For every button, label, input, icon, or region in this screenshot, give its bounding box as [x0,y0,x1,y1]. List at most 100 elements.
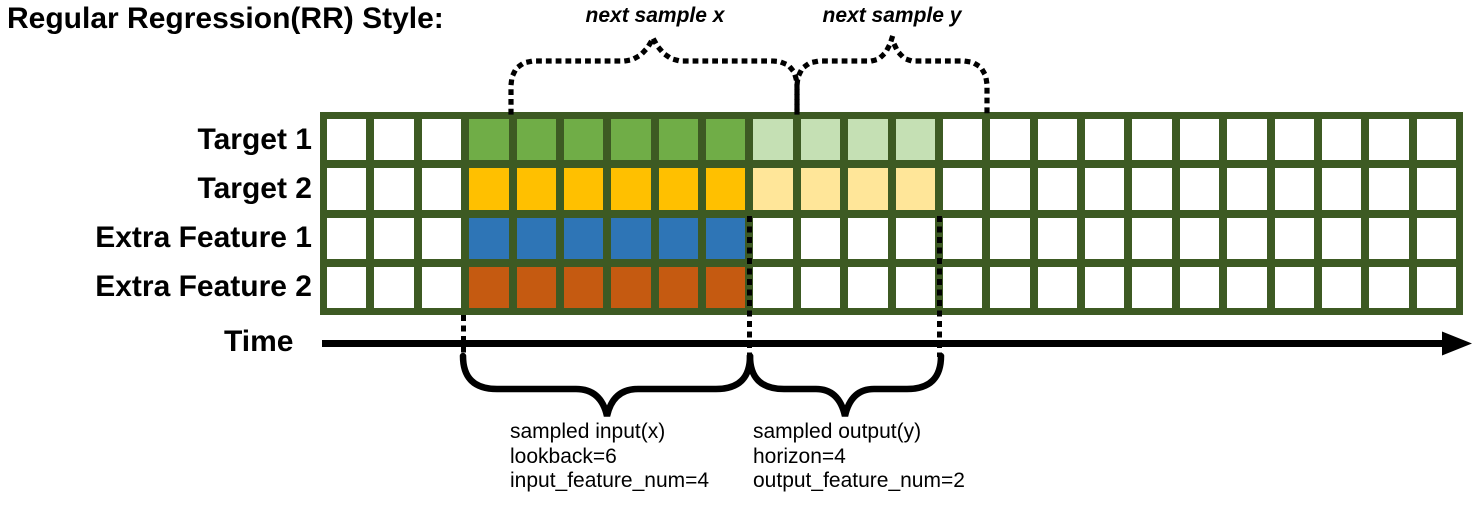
grid-cell [990,266,1030,308]
grid-cell [1179,168,1220,210]
grid-cell [1085,119,1125,161]
note-line: sampled output(y) [753,420,922,443]
grid-cell [1132,119,1172,161]
grid-cell [1369,266,1409,308]
grid-cell [1132,217,1172,259]
next-sample-x-label: next sample x [585,4,725,27]
grid-cell [374,119,414,161]
grid-cell [800,217,841,259]
time-axis-label: Time [224,325,294,358]
grid-cell [1132,168,1172,210]
grid-cell [800,168,841,210]
grid-cell [753,266,793,308]
grid-cell [1321,119,1362,161]
grid-cell [1132,266,1172,308]
grid-cell [942,119,983,161]
row-label: Target 2 [197,171,312,205]
grid-cell [1416,168,1456,210]
grid-cell [374,266,414,308]
grid-cell [421,168,462,210]
grid-cell [1085,266,1125,308]
grid-cell [1274,217,1314,259]
grid-cell [1227,168,1267,210]
grid-cell [327,266,367,308]
grid-cell [1416,119,1456,161]
note-line: horizon=4 [753,444,846,468]
brace-next-sample-x-icon [508,31,800,115]
time-axis-arrowhead-icon [1442,331,1472,356]
grid-cell [563,217,604,259]
brace-sampled-input-icon [459,352,754,417]
grid-cell [706,217,746,259]
grid-cell [1274,119,1314,161]
grid-cell [516,217,556,259]
grid-cell [1369,168,1409,210]
grid-cell [1369,217,1409,259]
grid-cell [611,168,651,210]
grid-cell [327,217,367,259]
grid-cell [848,168,888,210]
note-line: output_feature_num=2 [753,469,965,492]
grid-cell [327,119,367,161]
grid-cell [421,266,462,308]
grid-cell [706,168,746,210]
grid-cell [563,168,604,210]
grid-cell [469,168,509,210]
grid-cell [611,266,651,308]
note-line: sampled input(x) [510,420,666,443]
grid-cell [942,168,983,210]
row-label: Target 1 [197,122,312,156]
grid-cell [516,168,556,210]
grid-cell [1321,266,1362,308]
grid-cell [374,217,414,259]
grid-cell [753,217,793,259]
grid-cell [1179,217,1220,259]
grid-cell [753,168,793,210]
grid-cell [1416,217,1456,259]
grid-cell [990,168,1030,210]
grid-cell [1416,266,1456,308]
grid-cell [895,217,935,259]
brace-next-sample-y-icon [794,29,990,115]
grid-cell [895,119,935,161]
grid-cell [374,168,414,210]
grid-cell [1369,119,1409,161]
grid-cell [1274,266,1314,308]
grid-cell [658,168,698,210]
grid-cell [1227,119,1267,161]
grid-cell [327,168,367,210]
grid-cell [895,168,935,210]
grid-cell [1227,217,1267,259]
next-sample-y-label: next sample y [822,4,962,27]
grid-cell [1321,168,1362,210]
grid-cell [990,119,1030,161]
note-line: input_feature_num=4 [510,469,710,492]
grid-cell [1037,168,1077,210]
grid-cell [1037,119,1077,161]
grid-cell [1321,217,1362,259]
grid-cell [942,266,983,308]
grid-cell [658,217,698,259]
grid [320,112,1463,315]
grid-cell [800,266,841,308]
grid-cell [469,266,509,308]
grid-cell [1227,266,1267,308]
grid-cell [848,217,888,259]
grid-cell [421,217,462,259]
grid-cell [800,119,841,161]
grid-cell [1179,119,1220,161]
grid-cell [1085,217,1125,259]
grid-cell [1179,266,1220,308]
grid-cell [469,217,509,259]
row-label: Extra Feature 2 [95,270,312,304]
grid-cell [1274,168,1314,210]
grid-cell [848,119,888,161]
grid-cell [706,266,746,308]
grid-cell [1037,217,1077,259]
note-line: lookback=6 [510,444,617,468]
grid-cell [1037,266,1077,308]
brace-sampled-output-icon [746,352,945,417]
